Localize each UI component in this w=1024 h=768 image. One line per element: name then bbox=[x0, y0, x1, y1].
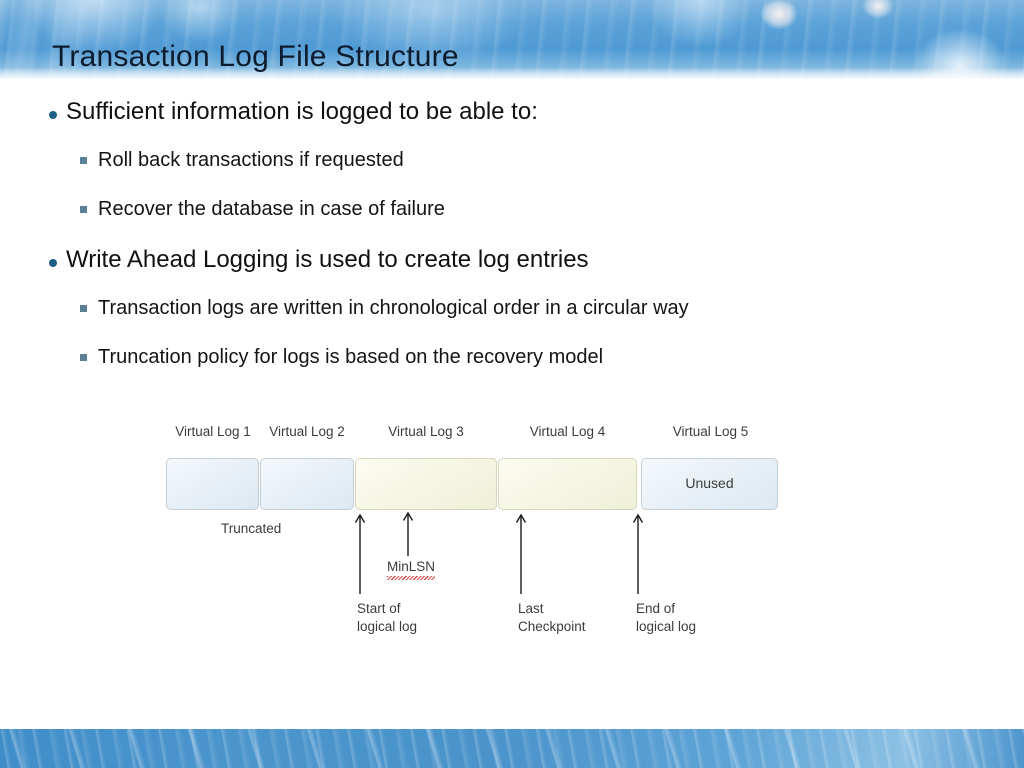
minlsn-text: MinLSN bbox=[387, 559, 436, 574]
transaction-log-diagram: Virtual Log 1 Virtual Log 2 Virtual Log … bbox=[0, 424, 1024, 649]
virtual-log-4-label: Virtual Log 4 bbox=[529, 424, 606, 439]
bullet-dot-icon bbox=[49, 259, 57, 267]
bullet-item-1: Sufficient information is logged to be a… bbox=[0, 100, 1024, 150]
virtual-log-5-box[interactable]: Unused bbox=[641, 458, 778, 510]
end-of-logical-log-line1: End of bbox=[636, 601, 676, 616]
bullet-item-2: Roll back transactions if requested bbox=[0, 150, 1024, 199]
bullet-item-2-label: Roll back transactions if requested bbox=[98, 149, 404, 171]
bullet-item-5-label: Transaction logs are written in chronolo… bbox=[98, 297, 689, 319]
start-of-logical-log-line2: logical log bbox=[357, 619, 418, 635]
bullet-item-5: Transaction logs are written in chronolo… bbox=[0, 298, 1024, 347]
end-of-logical-log-line2: logical log bbox=[636, 619, 697, 635]
last-checkpoint-line2: Checkpoint bbox=[518, 619, 586, 635]
virtual-log-2-box[interactable] bbox=[260, 458, 354, 510]
bullet-square-icon bbox=[80, 157, 87, 164]
bullet-list: Sufficient information is logged to be a… bbox=[0, 100, 1024, 396]
bullet-square-icon bbox=[80, 206, 87, 213]
spellcheck-squiggle-icon bbox=[387, 576, 436, 580]
page-title: Transaction Log File Structure bbox=[52, 40, 459, 73]
bullet-item-4: Write Ahead Logging is used to create lo… bbox=[0, 248, 1024, 298]
bullet-item-6-label: Truncation policy for logs is based on t… bbox=[98, 346, 604, 368]
slide-footer-banner bbox=[0, 729, 1024, 768]
virtual-log-1-label: Virtual Log 1 bbox=[175, 424, 251, 439]
end-of-logical-log-label: End of logical log bbox=[636, 600, 696, 636]
truncated-label: Truncated bbox=[221, 521, 282, 536]
bullet-dot-icon bbox=[49, 111, 57, 119]
bullet-item-1-label: Sufficient information is logged to be a… bbox=[66, 98, 538, 125]
bullet-item-3: Recover the database in case of failure bbox=[0, 199, 1024, 248]
start-of-logical-log-line1: Start of bbox=[357, 601, 401, 616]
bullet-item-6: Truncation policy for logs is based on t… bbox=[0, 347, 1024, 396]
bullet-item-4-label: Write Ahead Logging is used to create lo… bbox=[66, 246, 589, 273]
virtual-log-3-label: Virtual Log 3 bbox=[388, 424, 464, 439]
virtual-log-4-box[interactable] bbox=[498, 458, 637, 510]
minlsn-label: MinLSN bbox=[387, 559, 436, 580]
virtual-log-1-box[interactable] bbox=[166, 458, 259, 510]
start-of-logical-log-label: Start of logical log bbox=[357, 600, 417, 636]
virtual-log-2-label: Virtual Log 2 bbox=[269, 424, 345, 439]
virtual-log-3-box[interactable] bbox=[355, 458, 497, 510]
last-checkpoint-line1: Last bbox=[518, 601, 544, 616]
bullet-item-3-label: Recover the database in case of failure bbox=[98, 198, 445, 220]
bullet-square-icon bbox=[80, 354, 87, 361]
header-bottom-fade bbox=[0, 67, 1024, 79]
virtual-log-5-inner-label: Unused bbox=[685, 475, 734, 491]
last-checkpoint-label: Last Checkpoint bbox=[518, 600, 586, 636]
virtual-log-5-label: Virtual Log 5 bbox=[672, 424, 749, 439]
bullet-square-icon bbox=[80, 305, 87, 312]
